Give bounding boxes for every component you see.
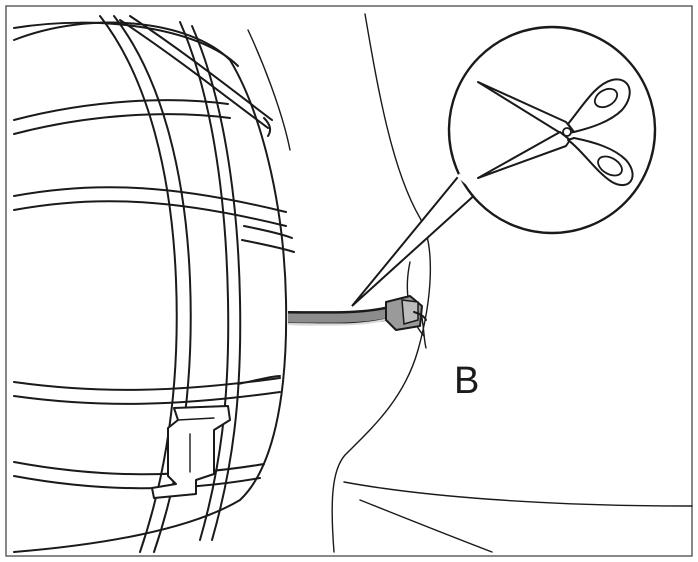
wire-harness-inner xyxy=(287,307,396,323)
vehicle-body-panel xyxy=(247,13,693,553)
wire-connector xyxy=(385,295,427,331)
callout-circle xyxy=(447,25,657,235)
callout-label: B xyxy=(454,360,479,402)
scissors-icon xyxy=(477,78,634,187)
mounting-clip xyxy=(151,405,231,499)
scissors-pivot xyxy=(562,127,572,137)
headlamp-grille xyxy=(13,15,295,553)
wire-harness xyxy=(287,305,427,349)
callout-bubble xyxy=(351,25,657,307)
